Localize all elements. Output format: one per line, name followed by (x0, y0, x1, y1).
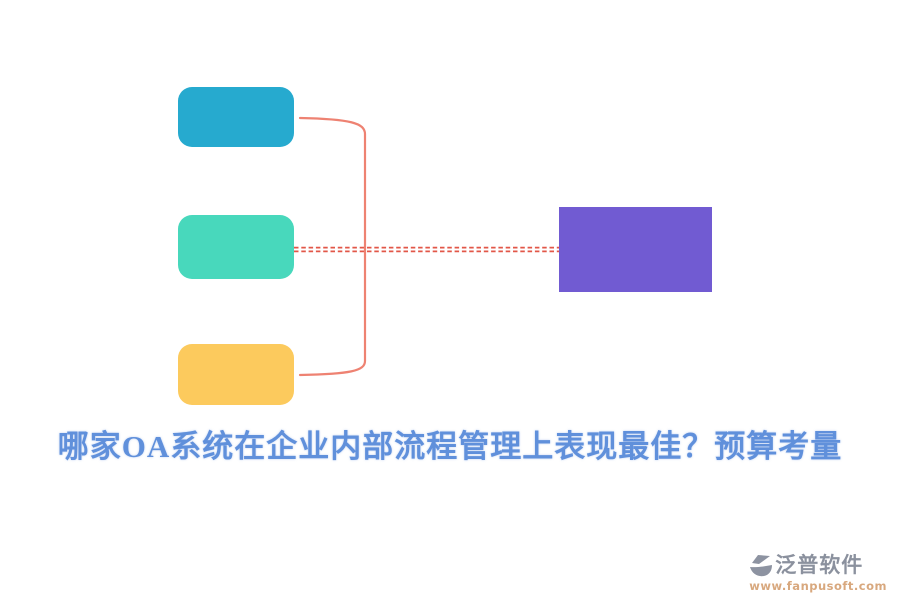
page-title: 哪家OA系统在企业内部流程管理上表现最佳？预算考量 (57, 429, 843, 464)
flow-node-bottom (178, 344, 294, 405)
bracket-connector-path (298, 116, 367, 377)
fanpu-logo-icon (750, 554, 773, 576)
watermark-brand-row: 泛普软件 (749, 554, 863, 578)
watermark-brand: 泛普软件 (775, 553, 864, 577)
flow-node-middle (178, 215, 294, 279)
watermark: 泛普软件 www.fanpusoft.com (749, 554, 887, 593)
watermark-url: www.fanpusoft.com (749, 578, 887, 593)
flow-node-top (178, 87, 294, 147)
flow-node-result (559, 207, 712, 292)
